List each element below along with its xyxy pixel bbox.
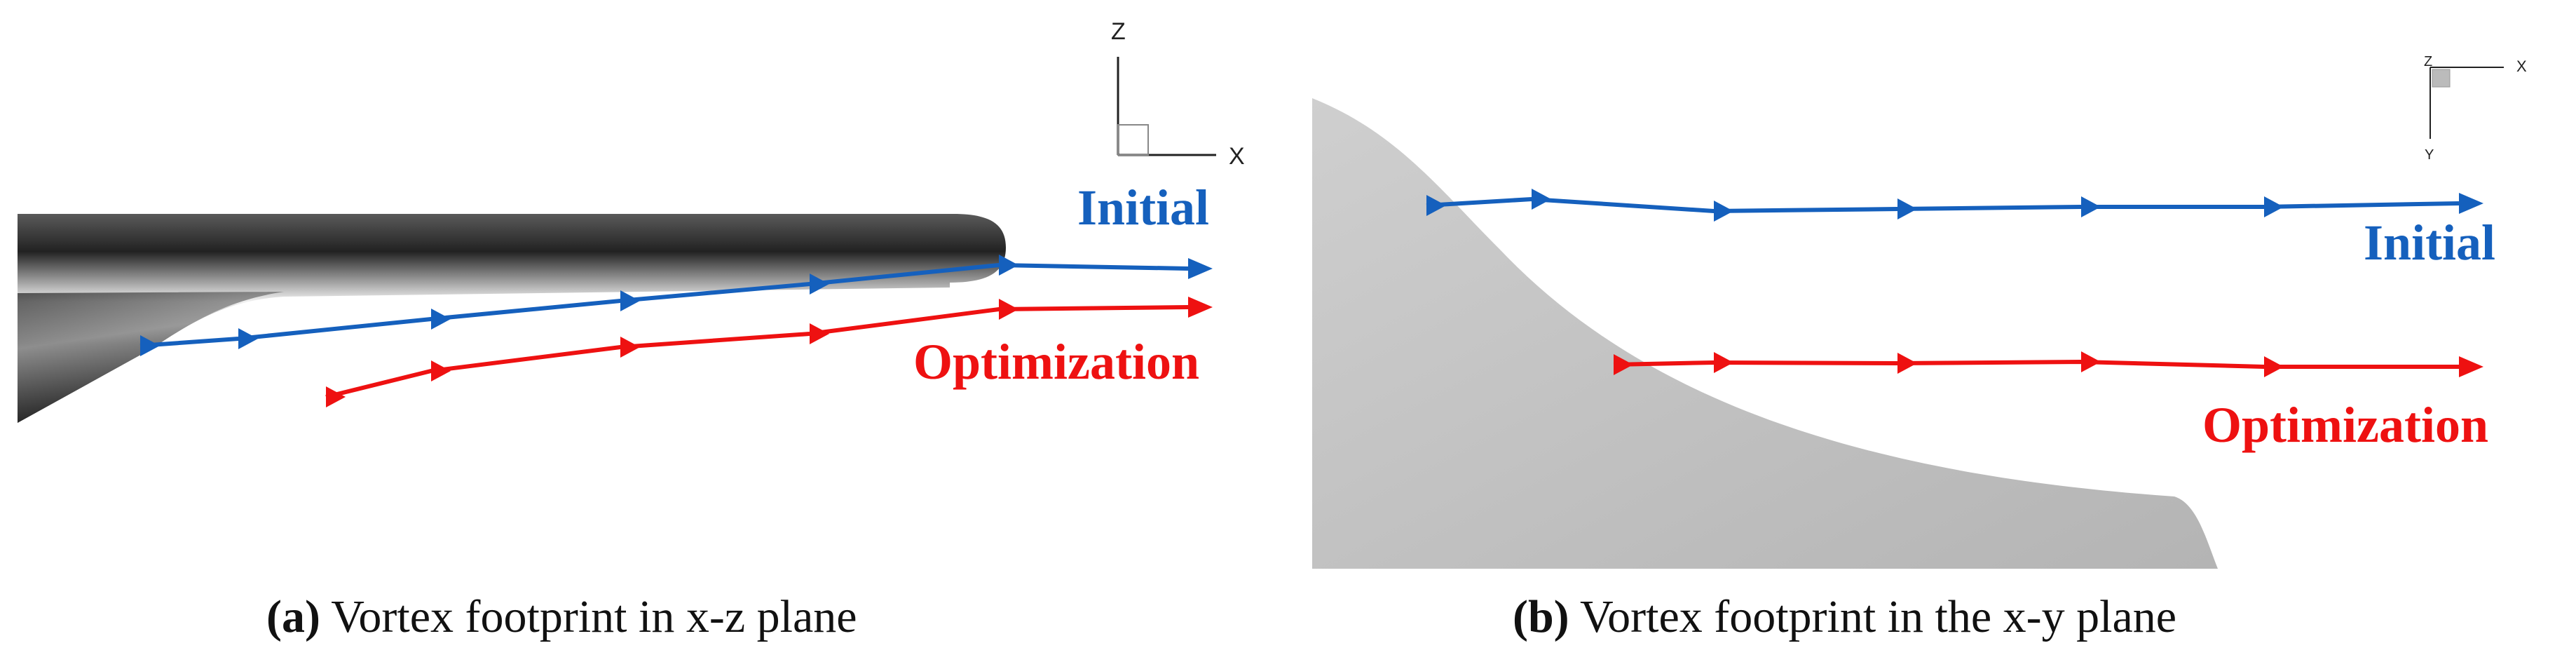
- panel-a-xz-plane: Z X Initial Optimization: [18, 13, 1267, 569]
- coordinate-triad-xz: [1117, 57, 1216, 156]
- label-initial: Initial: [1077, 180, 1209, 236]
- axis-label-z: Z: [1111, 18, 1126, 45]
- caption-a-text: Vortex footprint in x-z plane: [320, 591, 857, 642]
- caption-b-tag: (b): [1513, 591, 1569, 642]
- caption-a: (a) Vortex footprint in x-z plane: [266, 590, 857, 644]
- caption-b: (b) Vortex footprint in the x-y plane: [1513, 590, 2176, 644]
- caption-b-text: Vortex footprint in the x-y plane: [1569, 591, 2177, 642]
- label-optimization: Optimization: [2202, 397, 2488, 453]
- label-optimization: Optimization: [913, 334, 1199, 390]
- axis-label-z: Z: [2424, 54, 2432, 69]
- label-initial: Initial: [2364, 215, 2495, 271]
- panel-a-figure: Z X Initial Optimization: [18, 18, 1245, 423]
- wing-planform-top-view: [1312, 98, 2218, 569]
- optimization-vortex-path: [1613, 351, 2483, 377]
- aircraft-body-side-view: [18, 214, 1006, 423]
- caption-a-tag: (a): [266, 591, 320, 642]
- coordinate-triad-xy: [2430, 67, 2504, 139]
- panel-b-xy-plane: Z X Y Initial Optimization: [1312, 13, 2558, 569]
- panel-b-figure: Z X Y Initial Optimization: [1312, 54, 2527, 569]
- optimization-vortex-path: [325, 297, 1213, 407]
- axis-label-x: X: [2516, 58, 2527, 75]
- initial-vortex-path: [1426, 189, 2483, 222]
- axis-label-x: X: [1229, 143, 1245, 170]
- axis-label-y: Y: [2425, 147, 2434, 163]
- initial-vortex-path: [139, 255, 1213, 356]
